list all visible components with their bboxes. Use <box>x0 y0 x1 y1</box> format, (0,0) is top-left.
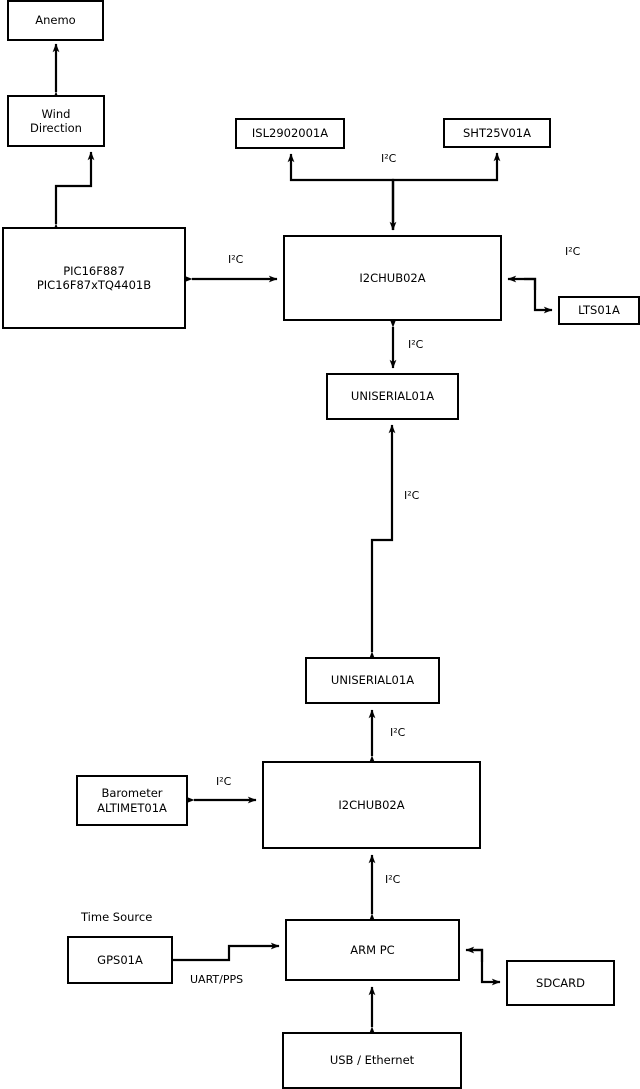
connector-hub-isl <box>287 153 395 230</box>
node-pic-mcu-label-line1: PIC16F887 <box>63 263 125 278</box>
node-i2chub02a-bottom[interactable]: I2CHUB02A <box>262 761 481 849</box>
node-barometer-label-line1: Barometer <box>101 786 163 801</box>
connector-sdcard-armpc-in <box>465 946 484 962</box>
node-wind-direction[interactable]: Wind Direction <box>7 95 105 147</box>
edge-label-pic-hub: I²C <box>228 253 244 266</box>
connector-hub-sht <box>391 152 501 230</box>
connector-hub-lts-out <box>524 277 553 314</box>
node-sdcard-label: SDCARD <box>536 975 585 990</box>
edge-label-uniserial-hub2: I²C <box>390 726 406 739</box>
label-time-source: Time Source <box>81 910 153 924</box>
edge-label-hub2-armpc: I²C <box>385 873 401 886</box>
node-lts01a[interactable]: LTS01A <box>558 296 640 325</box>
node-sht25v01a[interactable]: SHT25V01A <box>443 118 551 148</box>
node-usb-ethernet[interactable]: USB / Ethernet <box>282 1032 462 1089</box>
node-uniserial01a-top-label: UNISERIAL01A <box>350 389 435 404</box>
node-anemo[interactable]: Anemo <box>7 0 104 41</box>
node-arm-pc[interactable]: ARM PC <box>285 919 460 981</box>
node-i2chub02a-top[interactable]: I2CHUB02A <box>283 235 502 321</box>
node-wind-direction-label-line2: Direction <box>30 121 82 135</box>
node-pic-mcu-label-line2: PIC16F87xTQ4401B <box>36 278 152 292</box>
node-barometer-altimet01a[interactable]: Barometer ALTIMET01A <box>76 775 188 826</box>
node-isl2902001a-label: ISL2902001A <box>251 126 329 141</box>
node-anemo-label: Anemo <box>35 13 76 28</box>
node-uniserial01a-bottom[interactable]: UNISERIAL01A <box>305 657 440 704</box>
node-uniserial01a-top[interactable]: UNISERIAL01A <box>326 373 459 420</box>
edge-label-gps-armpc: UART/PPS <box>190 973 244 986</box>
edge-label-hub-sensors: I²C <box>381 152 397 165</box>
node-isl2902001a[interactable]: ISL2902001A <box>235 118 345 149</box>
edge-label-hub-lts: I²C <box>565 245 581 258</box>
edge-label-hub-uniserial: I²C <box>408 338 424 351</box>
connector-wind-pic <box>52 151 95 233</box>
node-sht25v01a-label: SHT25V01A <box>463 125 531 140</box>
node-arm-pc-label: ARM PC <box>350 942 395 957</box>
connector-lts-hub-in <box>507 275 537 290</box>
edge-label-barometer-hub2: I²C <box>216 775 232 788</box>
edge-label-uniserial-link: I²C <box>404 489 420 502</box>
node-i2chub02a-bottom-label: I2CHUB02A <box>338 797 405 812</box>
node-barometer-label-line2: ALTIMET01A <box>97 800 167 815</box>
node-gps01a[interactable]: GPS01A <box>67 936 173 984</box>
connector-gps-armpc <box>173 942 280 962</box>
connector-armpc-sdcard-out <box>472 948 501 986</box>
node-wind-direction-label-line1: Wind <box>41 106 71 121</box>
node-i2chub02a-top-label: I2CHUB02A <box>359 270 426 285</box>
node-uniserial01a-bottom-label: UNISERIAL01A <box>330 673 415 688</box>
node-sdcard[interactable]: SDCARD <box>506 960 615 1006</box>
node-usb-ethernet-label: USB / Ethernet <box>329 1053 415 1068</box>
node-lts01a-label: LTS01A <box>578 303 620 318</box>
node-pic-mcu[interactable]: PIC16F887 PIC16F87xTQ4401B <box>2 227 186 329</box>
connector-uniserial-link <box>368 424 396 661</box>
node-gps01a-label: GPS01A <box>97 952 143 967</box>
